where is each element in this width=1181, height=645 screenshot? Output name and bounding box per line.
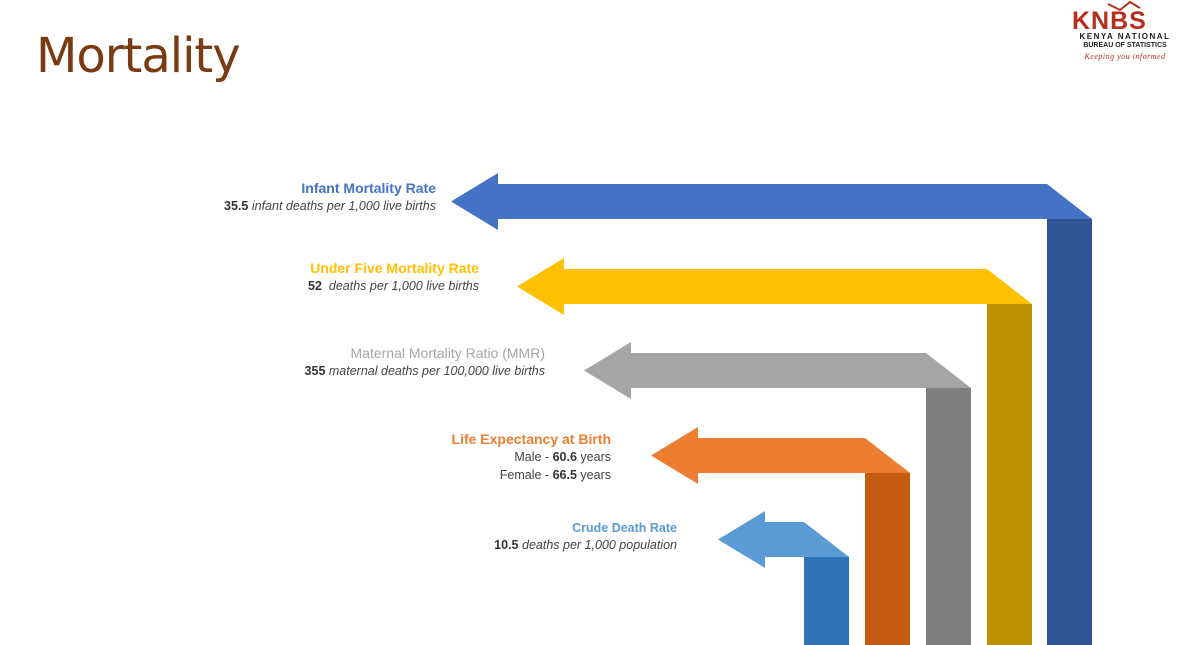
crude-death-rate-arrow-post xyxy=(804,557,849,645)
infant-mortality-detail: 35.5 infant deaths per 1,000 live births xyxy=(224,197,436,215)
crude-death-rate-label: Crude Death Rate 10.5 deaths per 1,000 p… xyxy=(494,520,677,554)
infant-mortality-title: Infant Mortality Rate xyxy=(301,180,436,196)
infant-mortality-description: infant deaths per 1,000 live births xyxy=(251,199,436,213)
under-five-mortality-detail: 52 deaths per 1,000 live births xyxy=(308,277,479,295)
life-expectancy-female-value: 66.5 xyxy=(552,468,577,482)
life-expectancy-title: Life Expectancy at Birth xyxy=(451,431,612,447)
maternal-mortality-label: Maternal Mortality Ratio (MMR) 355 mater… xyxy=(305,344,545,380)
crude-death-rate-value: 10.5 xyxy=(494,538,519,552)
maternal-mortality-arrow-head xyxy=(584,342,971,399)
knbs-logo: KNBS KENYA NATIONAL BUREAU OF STATISTICS… xyxy=(1068,0,1178,64)
under-five-mortality-value: 52 xyxy=(308,279,322,293)
life-expectancy-female: Female - 66.5 years xyxy=(452,466,611,484)
under-five-mortality-label: Under Five Mortality Rate 52 deaths per … xyxy=(308,259,479,295)
infant-mortality-arrow-head xyxy=(451,173,1092,230)
life-expectancy-female-label: Female - xyxy=(499,468,550,482)
under-five-mortality-arrow-head xyxy=(517,258,1032,315)
maternal-mortality-description: maternal deaths per 100,000 live births xyxy=(328,364,545,378)
under-five-mortality-arrow-post xyxy=(987,304,1032,645)
logo-tagline: Keeping you informed xyxy=(1084,52,1166,61)
under-five-mortality-description: deaths per 1,000 live births xyxy=(328,279,479,293)
crude-death-rate-detail: 10.5 deaths per 1,000 population xyxy=(494,536,677,554)
crude-death-rate-title: Crude Death Rate xyxy=(572,521,677,535)
logo-line-2: BUREAU OF STATISTICS xyxy=(1083,42,1167,49)
page-title: Mortality xyxy=(36,28,241,84)
infant-mortality-value: 35.5 xyxy=(224,199,249,213)
life-expectancy-male-unit: years xyxy=(580,450,611,464)
maternal-mortality-value: 355 xyxy=(304,364,326,378)
life-expectancy-male: Male - 60.6 years xyxy=(452,448,611,466)
life-expectancy-arrow-head xyxy=(651,427,910,484)
life-expectancy-arrow-post xyxy=(865,473,910,645)
life-expectancy-label: Life Expectancy at Birth Male - 60.6 yea… xyxy=(452,430,612,484)
svg-text:KNBS: KNBS xyxy=(1072,7,1147,34)
logo-line-1: KENYA NATIONAL xyxy=(1079,32,1171,41)
life-expectancy-male-label: Male - xyxy=(514,450,550,464)
crude-death-rate-arrow-head xyxy=(718,511,849,568)
knbs-logo-mark: KNBS xyxy=(1072,0,1147,34)
life-expectancy-female-unit: years xyxy=(580,468,611,482)
maternal-mortality-arrow-post xyxy=(926,388,971,645)
maternal-mortality-detail: 355 maternal deaths per 100,000 live bir… xyxy=(305,362,545,380)
maternal-mortality-title: Maternal Mortality Ratio (MMR) xyxy=(350,345,545,361)
crude-death-rate-description: deaths per 1,000 population xyxy=(522,538,677,552)
life-expectancy-male-value: 60.6 xyxy=(552,450,577,464)
infant-mortality-arrow-post xyxy=(1047,219,1092,645)
under-five-mortality-title: Under Five Mortality Rate xyxy=(310,260,479,276)
infant-mortality-label: Infant Mortality Rate 35.5 infant deaths… xyxy=(224,179,436,215)
